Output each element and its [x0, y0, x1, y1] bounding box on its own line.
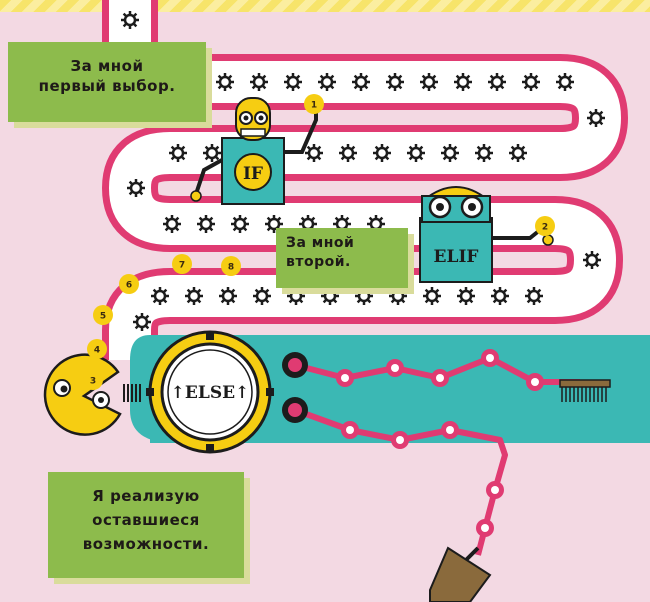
- arm-pivot-center-icon: [288, 403, 302, 417]
- coin-label: 4: [94, 346, 100, 356]
- coin-label: 1: [311, 101, 317, 111]
- coin-label: 3: [90, 377, 96, 387]
- if-speech-bubble: За мной первый выбор.: [8, 42, 206, 122]
- coin-label: 8: [228, 263, 234, 273]
- bubble-line: оставшиеся: [48, 508, 244, 532]
- else-label: ↑ELSE↑: [171, 383, 250, 403]
- coin-label: 7: [179, 261, 185, 271]
- bubble-line: Я реализую: [48, 484, 244, 508]
- coin-label: 2: [542, 223, 548, 233]
- bubble-line: второй.: [286, 253, 408, 272]
- else-porthole: ↑ELSE↑: [146, 332, 274, 452]
- arm-pivot-center-icon: [288, 358, 302, 372]
- coin-label: 5: [100, 312, 106, 322]
- if-label: IF: [243, 164, 263, 184]
- bubble-line: возможности.: [48, 532, 244, 556]
- bubble-line: За мной: [8, 56, 206, 76]
- elif-label: ELIF: [434, 247, 479, 267]
- elif-speech-bubble: За мной второй.: [276, 228, 408, 288]
- bubble-line: первый выбор.: [8, 76, 206, 96]
- coin-label: 6: [126, 281, 132, 291]
- pacman-robot: [45, 355, 120, 435]
- dustpan-icon: [430, 548, 490, 602]
- bubble-line: За мной: [286, 234, 408, 253]
- else-speech-bubble: Я реализую оставшиеся возможности.: [48, 472, 244, 578]
